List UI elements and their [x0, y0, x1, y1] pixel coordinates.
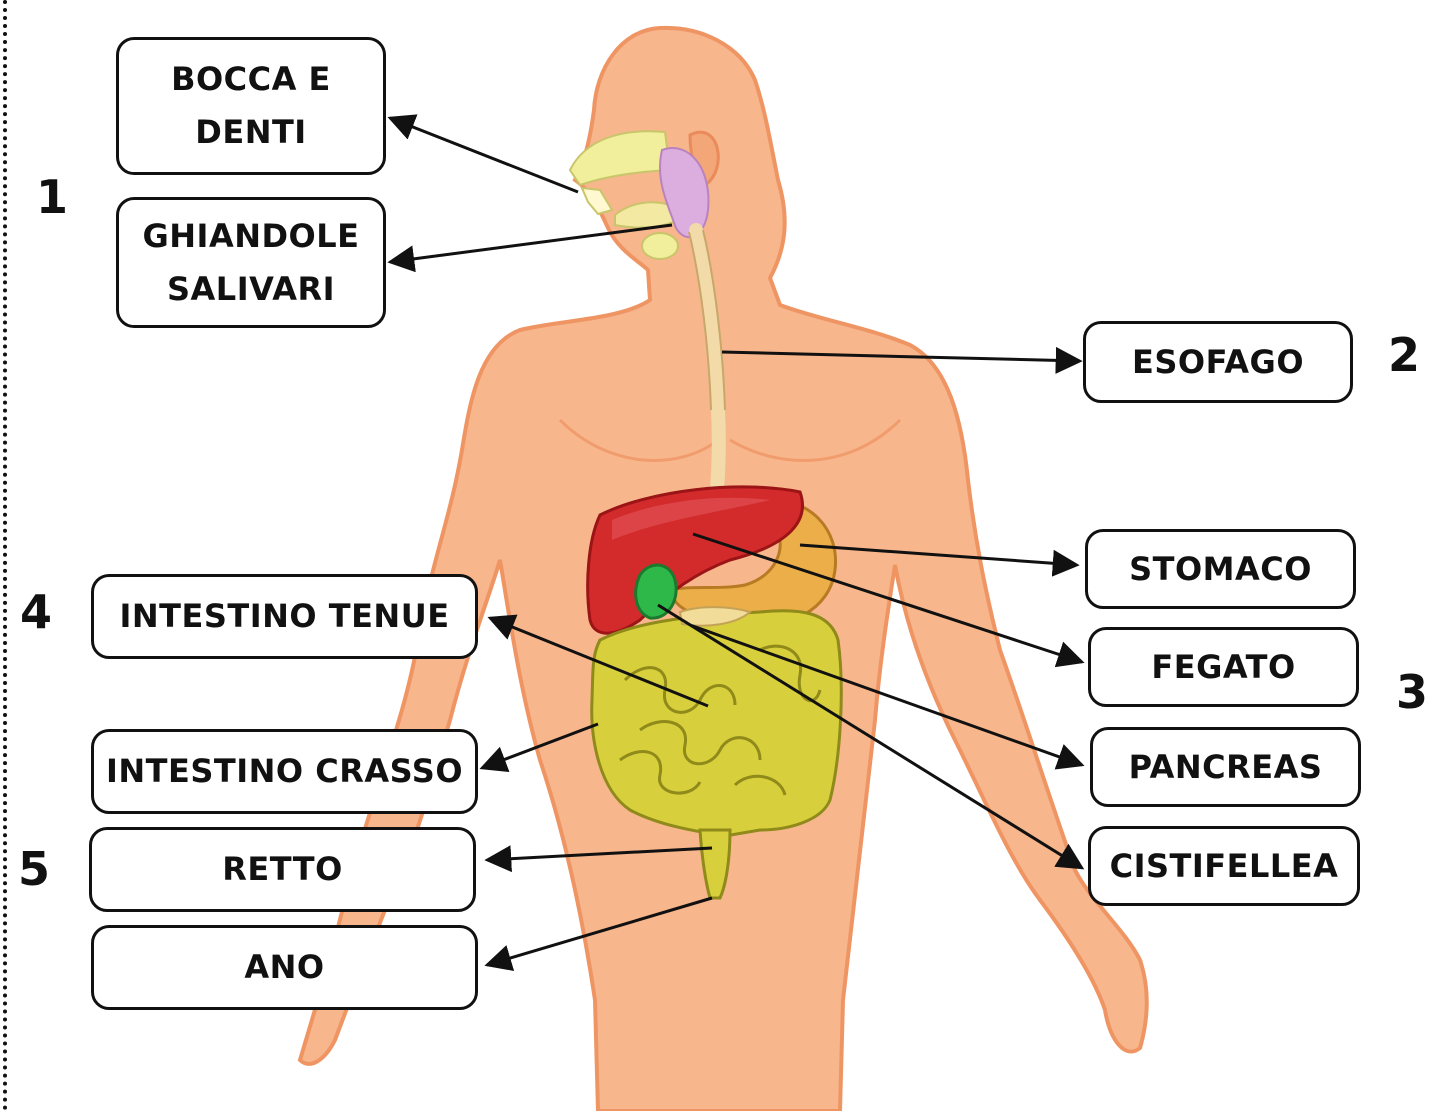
- label-intestino-crasso: INTESTINO CRASSO: [91, 729, 478, 814]
- label-esofago: ESOFAGO: [1083, 321, 1353, 403]
- label-fegato: FEGATO: [1088, 627, 1359, 707]
- section-number-2: 2: [1388, 328, 1420, 382]
- label-text: INTESTINO TENUE: [119, 590, 449, 643]
- label-text: FEGATO: [1151, 641, 1295, 694]
- label-text: INTESTINO CRASSO: [106, 745, 463, 798]
- large-intestine: [592, 611, 842, 836]
- section-number-1: 1: [36, 170, 68, 224]
- section-number-3: 3: [1396, 665, 1428, 719]
- label-text: ANO: [244, 941, 324, 994]
- label-text: BOCCA E DENTI: [171, 53, 331, 159]
- label-text: GHIANDOLE SALIVARI: [142, 210, 359, 316]
- label-ano: ANO: [91, 925, 478, 1010]
- label-pancreas: PANCREAS: [1090, 727, 1361, 807]
- arrow-bocca: [390, 118, 578, 192]
- section-number-4: 4: [20, 585, 52, 639]
- label-text: ESOFAGO: [1132, 336, 1304, 389]
- section-number-5: 5: [18, 842, 50, 896]
- label-stomaco: STOMACO: [1085, 529, 1356, 609]
- label-text: STOMACO: [1129, 543, 1312, 596]
- gallbladder: [636, 565, 676, 618]
- label-intestino-tenue: INTESTINO TENUE: [91, 574, 478, 659]
- label-ghiandole-salivari: GHIANDOLE SALIVARI: [116, 197, 386, 328]
- salivary-gland-submandibular: [642, 233, 678, 259]
- label-retto: RETTO: [89, 827, 476, 912]
- label-text: CISTIFELLEA: [1110, 840, 1339, 893]
- label-cistifellea: CISTIFELLEA: [1088, 826, 1360, 906]
- label-text: PANCREAS: [1129, 741, 1323, 794]
- label-bocca-e-denti: BOCCA E DENTI: [116, 37, 386, 175]
- label-text: RETTO: [222, 843, 343, 896]
